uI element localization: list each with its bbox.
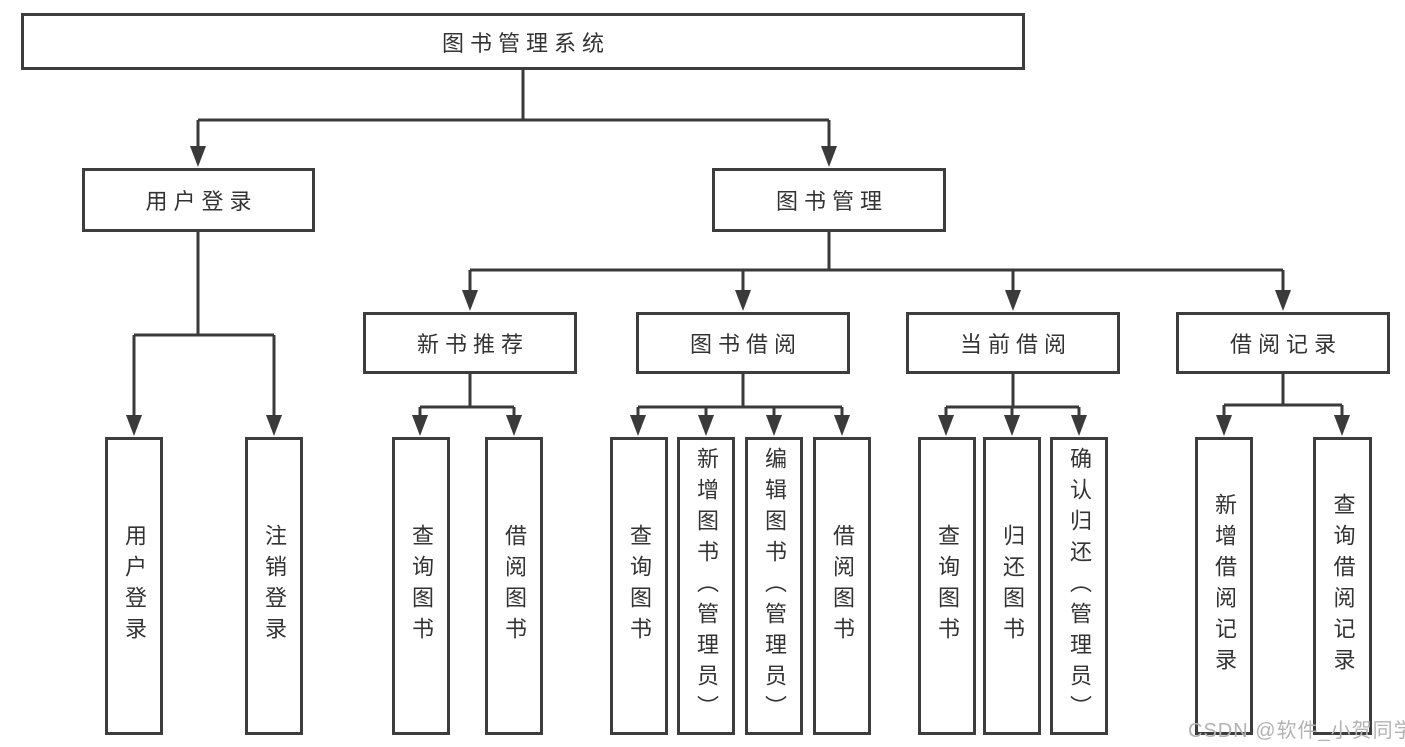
arrowhead xyxy=(190,146,206,167)
arrowhead xyxy=(412,415,428,436)
leaf-newrec-query-books-label: 查询图书 xyxy=(409,524,434,648)
leaf-user-login-label: 用户登录 xyxy=(122,524,147,648)
arrowhead xyxy=(1334,415,1350,436)
connector-current xyxy=(944,374,1081,420)
leaf-logout-label: 注销登录 xyxy=(262,524,287,648)
leaf-records-query-record: 查询借阅记录 xyxy=(1313,437,1372,735)
leaf-newrec-borrow-books: 借阅图书 xyxy=(485,437,543,735)
connector-borrow xyxy=(636,374,844,420)
node-current-borrowing-label: 当前借阅 xyxy=(959,332,1072,357)
connector-new-rec xyxy=(418,374,516,420)
arrowhead xyxy=(1004,415,1020,436)
leaf-records-add-record-label: 新增借阅记录 xyxy=(1212,493,1237,679)
leaf-user-login: 用户登录 xyxy=(105,437,163,735)
leaf-logout: 注销登录 xyxy=(245,437,303,735)
node-book-borrowing-label: 图书借阅 xyxy=(689,332,802,357)
node-user-login: 用户登录 xyxy=(82,168,315,232)
node-new-book-recommend-label: 新书推荐 xyxy=(416,332,529,357)
node-user-login-label: 用户登录 xyxy=(145,189,258,214)
arrowhead xyxy=(506,415,522,436)
arrowhead xyxy=(630,415,646,436)
leaf-records-add-record: 新增借阅记录 xyxy=(1195,437,1253,735)
csdn-watermark: CSDN @软件_小贺同学 xyxy=(1188,720,1405,742)
arrowhead xyxy=(766,415,782,436)
arrowhead xyxy=(1071,415,1087,436)
node-current-borrowing: 当前借阅 xyxy=(906,312,1120,374)
node-book-management: 图书管理 xyxy=(712,168,946,232)
leaf-borrow-add-books-admin: 新增图书（管理员） xyxy=(677,437,735,735)
connector-records xyxy=(1222,374,1344,420)
arrowhead xyxy=(698,415,714,436)
arrowhead xyxy=(938,415,954,436)
node-root-label: 图书管理系统 xyxy=(441,30,610,56)
node-borrowing-records-label: 借阅记录 xyxy=(1229,332,1342,357)
leaf-borrow-edit-books-admin: 编辑图书（管理员） xyxy=(745,437,803,735)
arrowhead xyxy=(1275,290,1291,311)
arrowhead xyxy=(1216,415,1232,436)
leaf-current-return-books-label: 归还图书 xyxy=(1000,524,1025,648)
node-book-borrowing: 图书借阅 xyxy=(636,312,850,374)
connector-user-login xyxy=(132,232,276,420)
node-book-management-label: 图书管理 xyxy=(775,189,888,214)
leaf-current-return-books: 归还图书 xyxy=(983,437,1041,735)
leaf-borrow-borrow-books-label: 借阅图书 xyxy=(830,524,855,648)
leaf-borrow-query-books-label: 查询图书 xyxy=(627,524,652,648)
leaf-current-query-books: 查询图书 xyxy=(918,437,976,735)
arrowhead xyxy=(462,290,478,311)
leaf-newrec-borrow-books-label: 借阅图书 xyxy=(502,524,527,648)
leaf-current-query-books-label: 查询图书 xyxy=(935,524,960,648)
leaf-current-confirm-return-admin: 确认归还（管理员） xyxy=(1050,437,1108,735)
leaf-borrow-add-books-admin-label: 新增图书（管理员） xyxy=(694,446,719,726)
arrowhead xyxy=(266,415,282,436)
leaf-newrec-query-books: 查询图书 xyxy=(392,437,450,735)
node-new-book-recommend: 新书推荐 xyxy=(363,312,577,374)
leaf-records-query-record-label: 查询借阅记录 xyxy=(1330,493,1356,679)
arrowhead xyxy=(821,146,837,167)
leaf-borrow-borrow-books: 借阅图书 xyxy=(813,437,871,735)
node-root: 图书管理系统 xyxy=(21,13,1025,70)
arrowhead xyxy=(834,415,850,436)
leaf-current-confirm-return-admin-label: 确认归还（管理员） xyxy=(1067,446,1092,726)
arrowhead xyxy=(1005,290,1021,311)
node-borrowing-records: 借阅记录 xyxy=(1176,312,1390,374)
connector-book-mgmt xyxy=(468,232,1285,296)
arrowhead xyxy=(735,290,751,311)
arrowhead xyxy=(126,415,142,436)
leaf-borrow-edit-books-admin-label: 编辑图书（管理员） xyxy=(762,446,787,726)
connector-level2 xyxy=(196,70,831,152)
leaf-borrow-query-books: 查询图书 xyxy=(610,437,668,735)
